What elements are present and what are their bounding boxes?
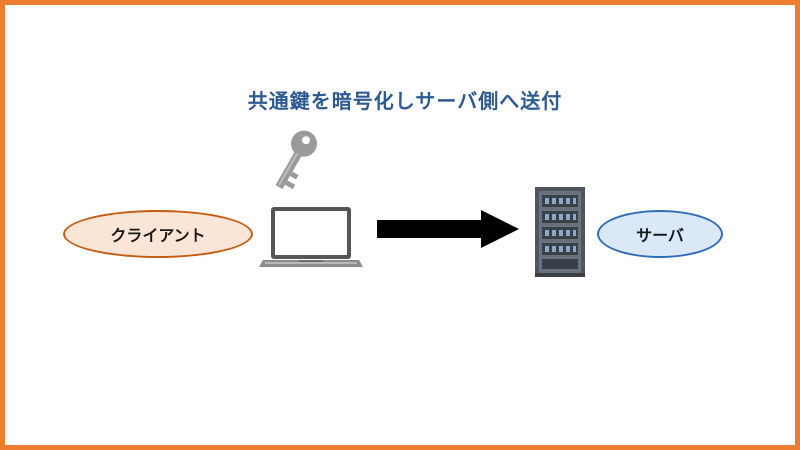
arrow-right-icon (377, 210, 519, 248)
server-node: サーバ (597, 210, 723, 258)
client-node: クライアント (63, 210, 253, 258)
key-icon (275, 130, 317, 190)
diagram-title: 共通鍵を暗号化しサーバ側へ送付 (247, 89, 563, 113)
server-label: サーバ (636, 226, 684, 245)
client-label: クライアント (110, 226, 206, 245)
server-rack-icon (535, 187, 585, 277)
laptop-icon (259, 207, 363, 267)
